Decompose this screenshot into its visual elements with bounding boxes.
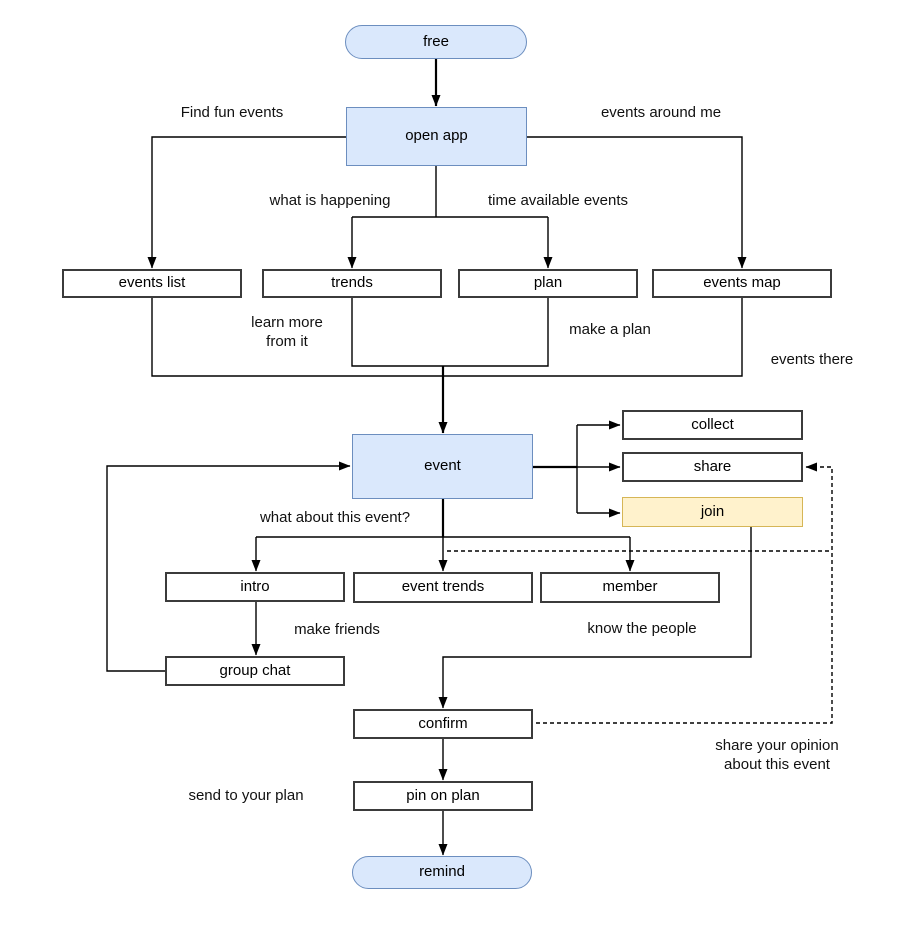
edge-label-send-to-your-plan: send to your plan xyxy=(185,787,307,806)
node-join: join xyxy=(622,497,803,527)
edge-label-make-friends: make friends xyxy=(291,621,383,640)
edge-label-time-available-events: time available events xyxy=(484,192,632,211)
edge-label-events-there: events there xyxy=(767,351,857,370)
edge-label-what-about-this-event: what about this event? xyxy=(256,509,414,528)
node-open-app: open app xyxy=(346,107,527,166)
edge-trends-plan-merge xyxy=(351,298,549,367)
edge-label-know-the-people: know the people xyxy=(584,620,700,639)
node-trends: trends xyxy=(262,269,442,298)
node-event: event xyxy=(352,434,533,499)
node-events-map: events map xyxy=(652,269,832,298)
edge-openapp-to-eventslist xyxy=(147,136,346,269)
edge-list-map-merge xyxy=(151,298,743,377)
edge-label-events-around-me: events around me xyxy=(597,104,725,123)
edge-label-share-your-opinion: share your opinion about this event xyxy=(712,737,842,775)
node-intro: intro xyxy=(165,572,345,602)
edge-openapp-to-eventsmap xyxy=(527,136,747,269)
node-confirm: confirm xyxy=(353,709,533,739)
node-remind: remind xyxy=(352,856,532,889)
node-collect: collect xyxy=(622,410,803,440)
node-events-list: events list xyxy=(62,269,242,298)
edge-confirm-to-share-dashed xyxy=(536,462,833,724)
node-share: share xyxy=(622,452,803,482)
node-pin-on-plan: pin on plan xyxy=(353,781,533,811)
node-event-trends: event trends xyxy=(353,572,533,603)
edge-join-to-confirm xyxy=(438,527,752,709)
edge-label-learn-more-from-it: learn more from it xyxy=(248,314,326,352)
node-group-chat: group chat xyxy=(165,656,345,686)
edge-groupchat-to-event xyxy=(106,461,351,672)
edge-label-make-a-plan: make a plan xyxy=(566,321,654,340)
node-member: member xyxy=(540,572,720,603)
node-free: free xyxy=(345,25,527,59)
node-plan: plan xyxy=(458,269,638,298)
edge-label-find-fun-events: Find fun events xyxy=(177,104,287,123)
edge-label-what-is-happening: what is happening xyxy=(266,192,394,211)
